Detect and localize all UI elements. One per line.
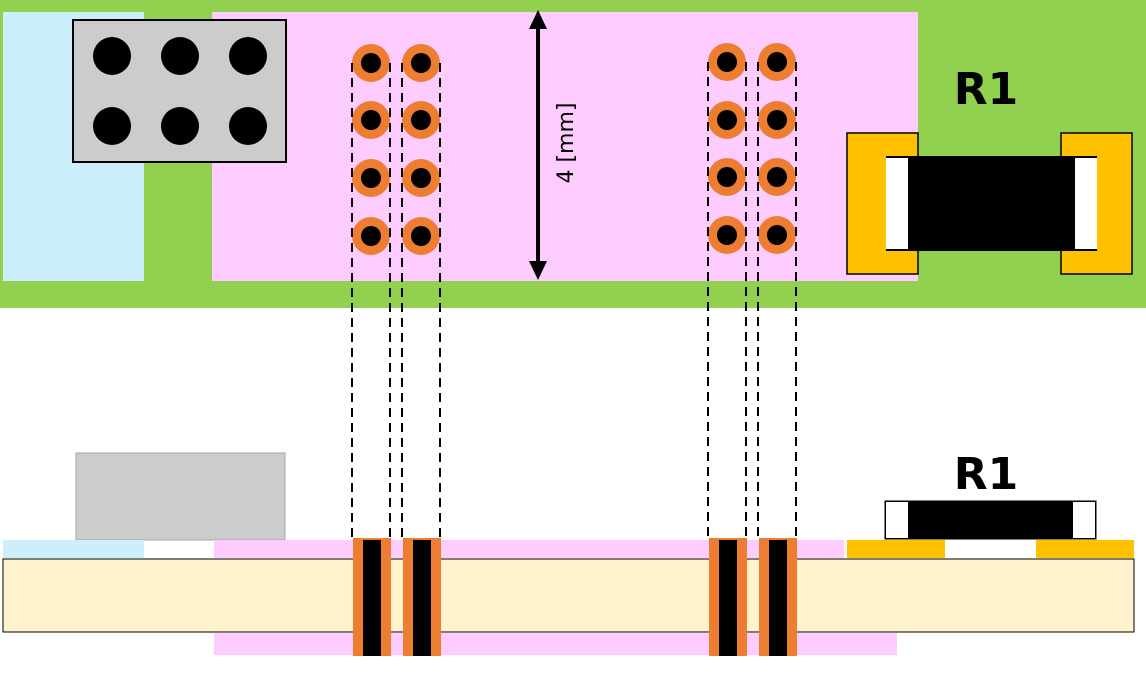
dimension-arrow — [529, 10, 547, 280]
resistor-side — [884, 500, 1097, 540]
via-barrel — [403, 538, 441, 656]
via — [352, 217, 390, 255]
pad-layer-left — [847, 540, 945, 558]
via-barrel — [709, 538, 747, 656]
via — [708, 101, 746, 139]
via-barrel — [353, 538, 391, 656]
top-view: 4 [mm] R1 — [0, 0, 1146, 308]
via — [402, 44, 440, 82]
resistor-terminal-left-side — [886, 502, 908, 538]
via — [402, 217, 440, 255]
connector-pin — [161, 107, 199, 145]
dimension-label: 4 [mm] — [554, 102, 579, 183]
side-view: R1 — [2, 449, 1135, 656]
connector-pin — [93, 107, 131, 145]
via-barrel — [759, 538, 797, 656]
via — [352, 159, 390, 197]
via — [402, 101, 440, 139]
via — [758, 43, 796, 81]
light-blue-layer — [3, 540, 144, 558]
resistor-terminal-left — [886, 158, 908, 249]
via — [708, 158, 746, 196]
connector-top — [72, 19, 287, 163]
connector-pin — [161, 37, 199, 75]
via — [708, 43, 746, 81]
component-label-top: R1 — [954, 64, 1019, 115]
resistor-body-side — [884, 500, 1097, 540]
resistor-terminal-right — [1075, 158, 1097, 249]
resistor-top — [846, 132, 1133, 275]
pad-layer-right — [1036, 540, 1134, 558]
resistor-terminal-right-side — [1073, 502, 1095, 538]
pink-layer-top — [214, 540, 844, 558]
via — [402, 159, 440, 197]
pink-zone — [212, 12, 918, 281]
via — [352, 44, 390, 82]
projection-lines — [351, 62, 797, 540]
component-label-side: R1 — [954, 449, 1019, 500]
connector-side — [75, 452, 286, 541]
connector-pin — [229, 107, 267, 145]
via — [758, 216, 796, 254]
via — [758, 158, 796, 196]
via-array-left — [352, 44, 440, 255]
via-array-right — [708, 43, 796, 254]
substrate — [2, 558, 1135, 633]
resistor-body — [886, 156, 1097, 251]
via — [352, 101, 390, 139]
via — [758, 101, 796, 139]
connector-pin — [93, 37, 131, 75]
via — [708, 216, 746, 254]
connector-pin — [229, 37, 267, 75]
